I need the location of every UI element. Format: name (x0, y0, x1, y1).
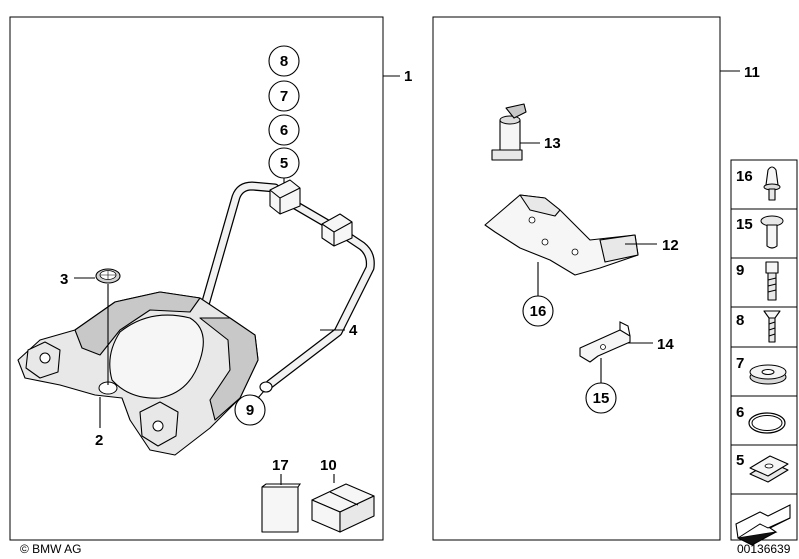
left-panel-frame (9, 16, 384, 541)
callout-11: 11 (744, 64, 760, 81)
legend-label-5: 5 (736, 452, 744, 469)
callout-14: 14 (657, 336, 674, 353)
diagram-number: 00136639 (737, 542, 791, 556)
legend-label-16: 16 (736, 168, 753, 185)
base-plate-drawing (484, 194, 639, 276)
rivet-icon (760, 215, 784, 249)
legend-label-15: 15 (736, 216, 753, 233)
emblem-drawing (95, 268, 121, 284)
carrier-plate-drawing (17, 291, 259, 456)
circle-callout-8: 8 (280, 53, 288, 70)
latch-pin-drawing (491, 103, 527, 161)
small-bracket-drawing (579, 321, 631, 363)
callout-3: 3 (60, 271, 68, 288)
socket-screw-icon (765, 261, 779, 301)
legend-label-9: 9 (736, 262, 744, 279)
callout-13: 13 (544, 135, 561, 152)
circle-callout-7: 7 (280, 88, 288, 105)
callout-1: 1 (404, 68, 412, 85)
clip-nut-icon (749, 455, 789, 483)
circle-callout-9: 9 (246, 402, 254, 419)
callout-stack-8-7-6-5: 8 7 6 5 (268, 45, 300, 190)
circle-callout-15: 15 (593, 390, 610, 407)
small-parts-box-drawing (311, 483, 375, 533)
push-rivet-icon (763, 166, 781, 201)
callout-2: 2 (95, 432, 103, 449)
callout-12: 12 (662, 237, 679, 254)
circle-callout-6: 6 (280, 122, 288, 139)
callout-17: 17 (272, 457, 289, 474)
circle-callout-5: 5 (280, 155, 288, 172)
right-panel-frame (432, 16, 721, 541)
manual-drawing (261, 483, 302, 533)
callout-4: 4 (349, 322, 358, 339)
direction-arrow-icon (735, 504, 791, 546)
circle-callout-16: 16 (530, 303, 547, 320)
legend-label-6: 6 (736, 404, 744, 421)
copyright-text: © BMW AG (20, 542, 82, 556)
o-ring-icon (748, 412, 786, 434)
tube-bracket-drawing (200, 179, 375, 393)
callout-10: 10 (320, 457, 337, 474)
legend-column: 16 15 9 8 7 6 5 (730, 159, 798, 546)
legend-label-7: 7 (736, 355, 744, 372)
washer-icon (749, 364, 787, 385)
countersunk-screw-icon (763, 310, 781, 343)
legend-label-8: 8 (736, 312, 744, 329)
